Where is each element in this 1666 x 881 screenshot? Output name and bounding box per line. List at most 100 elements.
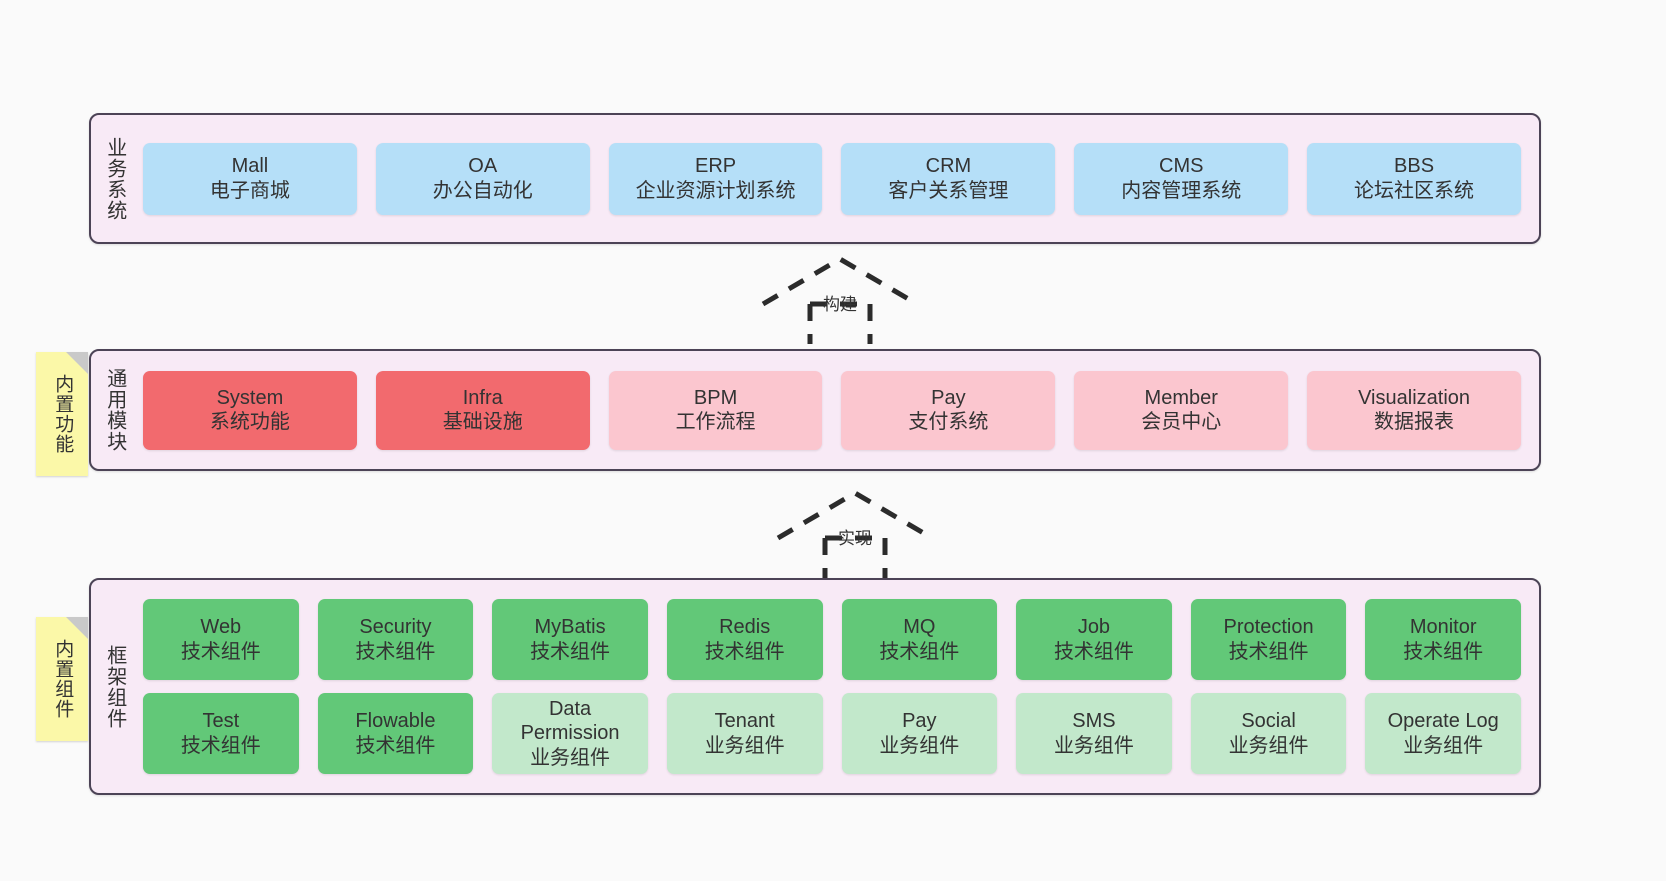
layer-title-business: 业务系统	[103, 136, 126, 221]
card-subtitle: 技术组件	[1228, 640, 1309, 663]
card-social[interactable]: Social 业务组件	[1190, 693, 1347, 774]
card-title: Mall	[231, 155, 269, 178]
card-cms[interactable]: CMS 内容管理系统	[1074, 142, 1289, 215]
card-flowable[interactable]: Flowable 技术组件	[317, 693, 474, 774]
card-title: Pay	[931, 386, 966, 409]
card-title: Pay	[902, 710, 937, 733]
layer-body-business: Mall 电子商城 OA 办公自动化 ERP 企业资源计划系统 CRM 客户关系…	[137, 115, 1539, 242]
card-subtitle: 内容管理系统	[1121, 179, 1242, 202]
card-operate-log[interactable]: Operate Log 业务组件	[1365, 693, 1521, 774]
card-title: Web	[200, 616, 242, 639]
card-infra[interactable]: Infra 基础设施	[375, 370, 590, 450]
card-row: Web 技术组件 Security 技术组件 MyBatis 技术组件 Redi…	[143, 599, 1521, 680]
build-arrow-icon	[761, 256, 919, 344]
card-title: MyBatis	[534, 616, 606, 639]
layer-body-framework: Web 技术组件 Security 技术组件 MyBatis 技术组件 Redi…	[137, 580, 1539, 793]
card-subtitle: 技术组件	[355, 734, 436, 757]
note-label: 内置组件	[52, 639, 74, 719]
card-subtitle: 业务组件	[704, 734, 785, 757]
card-subtitle: 电子商城	[209, 179, 290, 202]
card-title: Security	[359, 616, 432, 639]
card-bpm[interactable]: BPM 工作流程	[608, 370, 823, 450]
card-subtitle: 系统功能	[209, 411, 290, 433]
card-redis[interactable]: Redis 技术组件	[666, 599, 823, 680]
card-title: Visualization	[1358, 386, 1471, 409]
card-subtitle: 办公自动化	[432, 179, 533, 202]
card-subtitle: 技术组件	[1053, 640, 1134, 663]
card-title: Infra	[462, 386, 503, 409]
note-builtin-components[interactable]: 内置组件	[36, 617, 88, 741]
note-builtin-functions[interactable]: 内置功能	[36, 352, 88, 476]
layer-business-systems: 业务系统 Mall 电子商城 OA 办公自动化 ERP 企业资源计划系统 CRM…	[89, 113, 1541, 244]
card-title: Operate Log	[1387, 710, 1499, 733]
card-pay[interactable]: Pay 支付系统	[841, 370, 1056, 450]
card-title: SMS	[1072, 710, 1116, 733]
card-title: Member	[1144, 386, 1218, 409]
card-data-permission[interactable]: Data Permission 业务组件	[492, 693, 648, 774]
card-oa[interactable]: OA 办公自动化	[375, 142, 590, 215]
card-sms[interactable]: SMS 业务组件	[1016, 693, 1172, 774]
card-subtitle: 数据报表	[1374, 411, 1455, 433]
card-web[interactable]: Web 技术组件	[143, 599, 299, 680]
card-subtitle: 技术组件	[879, 640, 960, 663]
card-title: BPM	[693, 386, 738, 409]
card-system[interactable]: System 系统功能	[143, 370, 357, 450]
card-tenant[interactable]: Tenant 业务组件	[666, 693, 823, 774]
card-mall[interactable]: Mall 电子商城	[143, 142, 357, 215]
card-title: Flowable	[355, 710, 436, 733]
card-erp[interactable]: ERP 企业资源计划系统	[608, 142, 823, 215]
card-subtitle: 支付系统	[908, 411, 989, 433]
card-subtitle: 业务组件	[530, 746, 611, 769]
card-subtitle: 业务组件	[879, 734, 960, 757]
note-label: 内置功能	[52, 374, 74, 454]
card-member[interactable]: Member 会员中心	[1074, 370, 1289, 450]
card-subtitle: 客户关系管理	[888, 179, 1009, 202]
card-job[interactable]: Job 技术组件	[1016, 599, 1172, 680]
card-visualization[interactable]: Visualization 数据报表	[1307, 370, 1521, 450]
card-subtitle: 业务组件	[1403, 734, 1484, 757]
card-protection[interactable]: Protection 技术组件	[1190, 599, 1347, 680]
card-title: Social	[1241, 710, 1296, 733]
implement-arrow-icon	[776, 490, 934, 578]
card-title: ERP	[695, 155, 737, 178]
card-title: Protection	[1223, 616, 1314, 639]
card-subtitle: 技术组件	[180, 734, 261, 757]
card-subtitle: 技术组件	[530, 640, 611, 663]
card-monitor[interactable]: Monitor 技术组件	[1365, 599, 1521, 680]
card-subtitle: 技术组件	[180, 640, 261, 663]
implement-arrow-label: 实现	[838, 529, 872, 548]
card-subtitle: 技术组件	[355, 640, 436, 663]
card-subtitle: 技术组件	[704, 640, 785, 663]
card-title: CMS	[1159, 155, 1204, 178]
layer-title-modules: 通用模块	[103, 368, 126, 452]
card-title: MQ	[903, 616, 936, 639]
card-crm[interactable]: CRM 客户关系管理	[841, 142, 1056, 215]
card-subtitle: 业务组件	[1053, 734, 1134, 757]
card-row: Mall 电子商城 OA 办公自动化 ERP 企业资源计划系统 CRM 客户关系…	[143, 142, 1521, 215]
note-fold-corner-icon	[66, 352, 88, 374]
build-arrow: 构建	[755, 254, 925, 344]
layer-body-modules: System 系统功能 Infra 基础设施 BPM 工作流程 Pay 支付系统…	[137, 351, 1539, 469]
layer-framework-components: 框架组件 Web 技术组件 Security 技术组件 MyBatis 技术组件…	[89, 578, 1541, 795]
card-test[interactable]: Test 技术组件	[143, 693, 299, 774]
card-title: Redis	[719, 616, 771, 639]
layer-general-modules: 通用模块 System 系统功能 Infra 基础设施 BPM 工作流程 Pay…	[89, 349, 1541, 471]
card-title: Test	[202, 710, 240, 733]
card-subtitle: 基础设施	[442, 411, 523, 433]
card-title: Job	[1077, 616, 1111, 639]
card-title: OA	[468, 155, 498, 178]
card-mq[interactable]: MQ 技术组件	[841, 599, 998, 680]
card-title: CRM	[925, 155, 972, 178]
card-row: System 系统功能 Infra 基础设施 BPM 工作流程 Pay 支付系统…	[143, 370, 1521, 450]
card-subtitle: 论坛社区系统	[1354, 179, 1475, 202]
card-pay-business[interactable]: Pay 业务组件	[841, 693, 998, 774]
card-mybatis[interactable]: MyBatis 技术组件	[492, 599, 648, 680]
card-title: BBS	[1394, 155, 1435, 178]
build-arrow-label: 构建	[823, 295, 857, 314]
card-bbs[interactable]: BBS 论坛社区系统	[1307, 142, 1521, 215]
card-title: Monitor	[1409, 616, 1477, 639]
card-row: Test 技术组件 Flowable 技术组件 Data Permission …	[143, 693, 1521, 774]
card-subtitle: 工作流程	[675, 411, 756, 433]
card-security[interactable]: Security 技术组件	[317, 599, 474, 680]
